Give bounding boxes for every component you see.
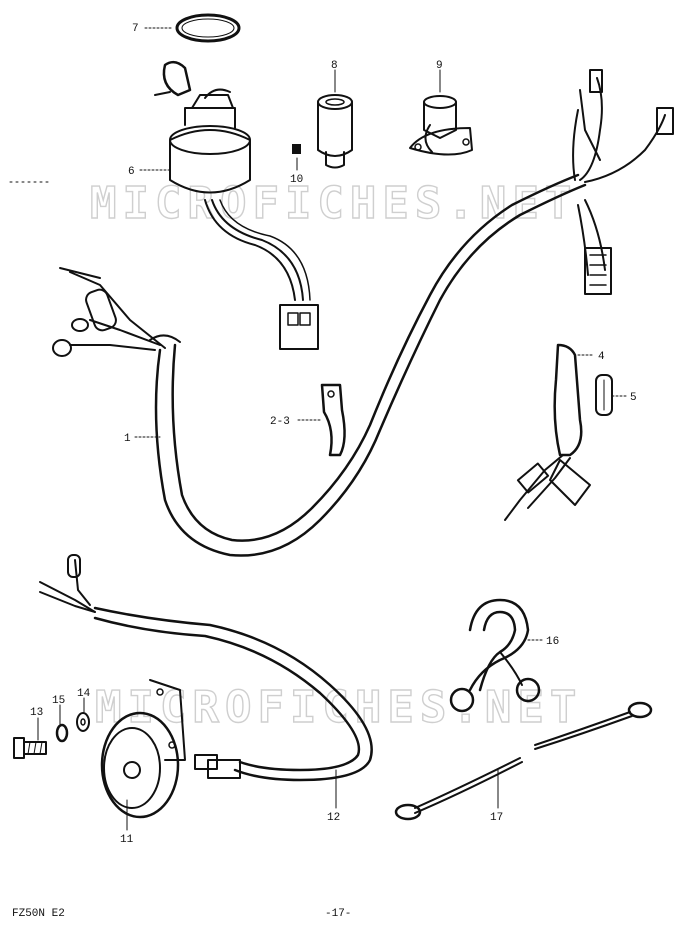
callout-11: 11 — [120, 834, 134, 846]
footer-page-number: -17- — [325, 908, 352, 920]
part-16-clip — [449, 598, 541, 713]
part-17-ground-lead — [394, 701, 653, 821]
part-9-socket-bracket — [409, 69, 473, 156]
callout-12: 12 — [327, 812, 340, 824]
part-12-horn-lead — [39, 554, 373, 782]
part-2-3-clamp — [320, 383, 346, 457]
callout-15: 15 — [52, 695, 65, 707]
callout-5: 5 — [630, 392, 637, 404]
part-15-washer — [55, 723, 69, 743]
callout-1: 1 — [124, 433, 131, 445]
leader-lines — [9, 27, 627, 831]
callout-7: 7 — [132, 23, 139, 35]
callout-6: 6 — [128, 166, 135, 178]
callout-10: 10 — [290, 174, 303, 186]
callout-8: 8 — [331, 60, 338, 72]
part-1-main-harness — [52, 69, 674, 557]
part-4-sub-harness — [504, 343, 591, 521]
callout-14: 14 — [77, 688, 91, 700]
part-7-o-ring — [175, 13, 241, 43]
watermark-bottom: MICROFICHES.NET — [95, 682, 582, 733]
watermark-top: MICROFICHES.NET — [90, 178, 577, 229]
part-10-nut — [292, 144, 301, 171]
part-5-terminal-cover — [595, 374, 613, 416]
callout-4: 4 — [598, 351, 605, 363]
callout-2-3: 2-3 — [270, 416, 290, 428]
callout-16: 16 — [546, 636, 559, 648]
callout-13: 13 — [30, 707, 43, 719]
callout-9: 9 — [436, 60, 443, 72]
part-13-bolt — [13, 737, 47, 759]
part-11-horn — [100, 679, 186, 819]
callout-17: 17 — [490, 812, 503, 824]
part-14-washer — [76, 712, 90, 732]
part-6-ignition-switch — [154, 60, 319, 350]
footer-model: FZ50N E2 — [12, 908, 65, 920]
part-8-socket — [317, 69, 353, 169]
